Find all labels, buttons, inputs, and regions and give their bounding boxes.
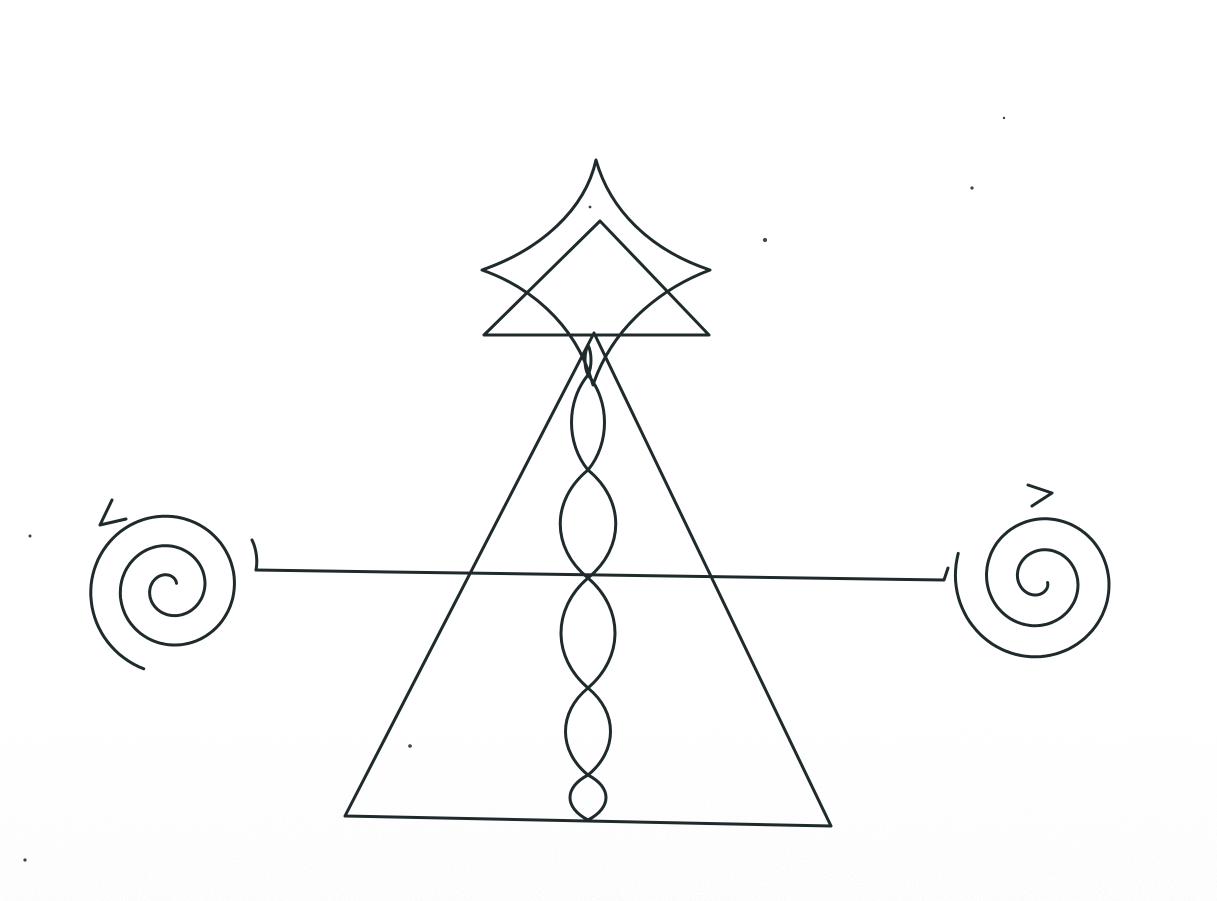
paper-grain	[0, 0, 1217, 901]
sigil-drawing-canvas	[0, 0, 1217, 901]
sigil-drawing	[0, 0, 1217, 901]
